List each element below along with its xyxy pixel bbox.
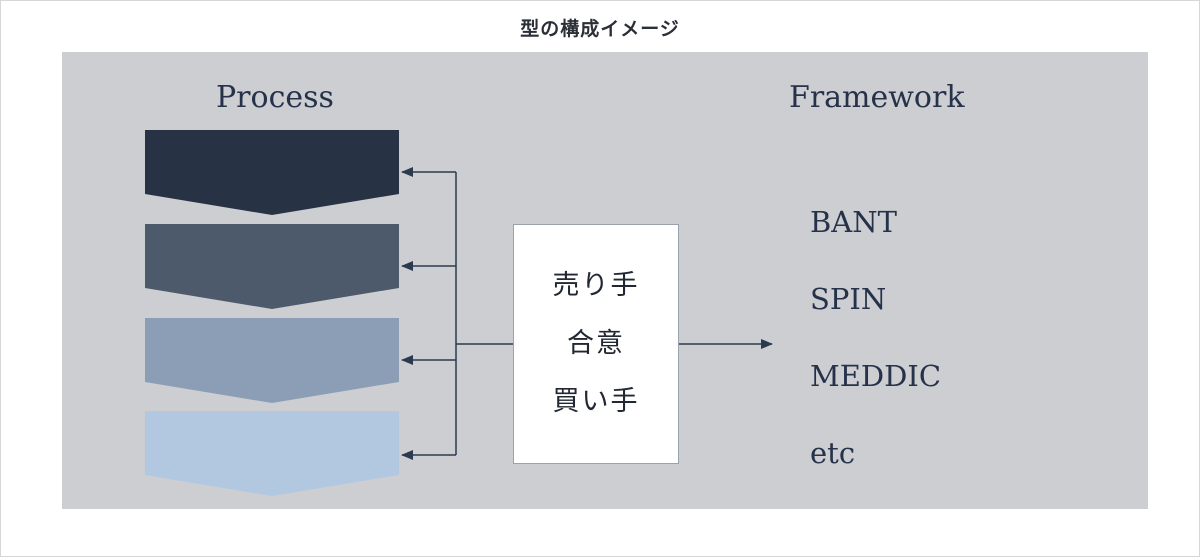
process-step-3 [145, 318, 399, 403]
framework-item-bant: BANT [810, 205, 897, 239]
buyer-label: 買い手 [552, 386, 640, 417]
framework-item-meddic: MEDDIC [810, 359, 942, 393]
framework-item-etc: etc [810, 436, 856, 470]
seller-label: 売り手 [552, 270, 640, 301]
process-heading: Process [216, 80, 334, 115]
process-step-2 [145, 224, 399, 309]
agreement-box: 売り手 合意 買い手 [513, 224, 679, 464]
agreement-label: 合意 [567, 328, 625, 359]
slide-title: 型の構成イメージ [520, 18, 680, 40]
framework-heading: Framework [789, 80, 965, 115]
framework-item-spin: SPIN [810, 282, 887, 316]
framework-list: BANT SPIN MEDDIC etc [810, 200, 941, 508]
process-step-4 [145, 411, 399, 496]
process-step-1 [145, 130, 399, 215]
